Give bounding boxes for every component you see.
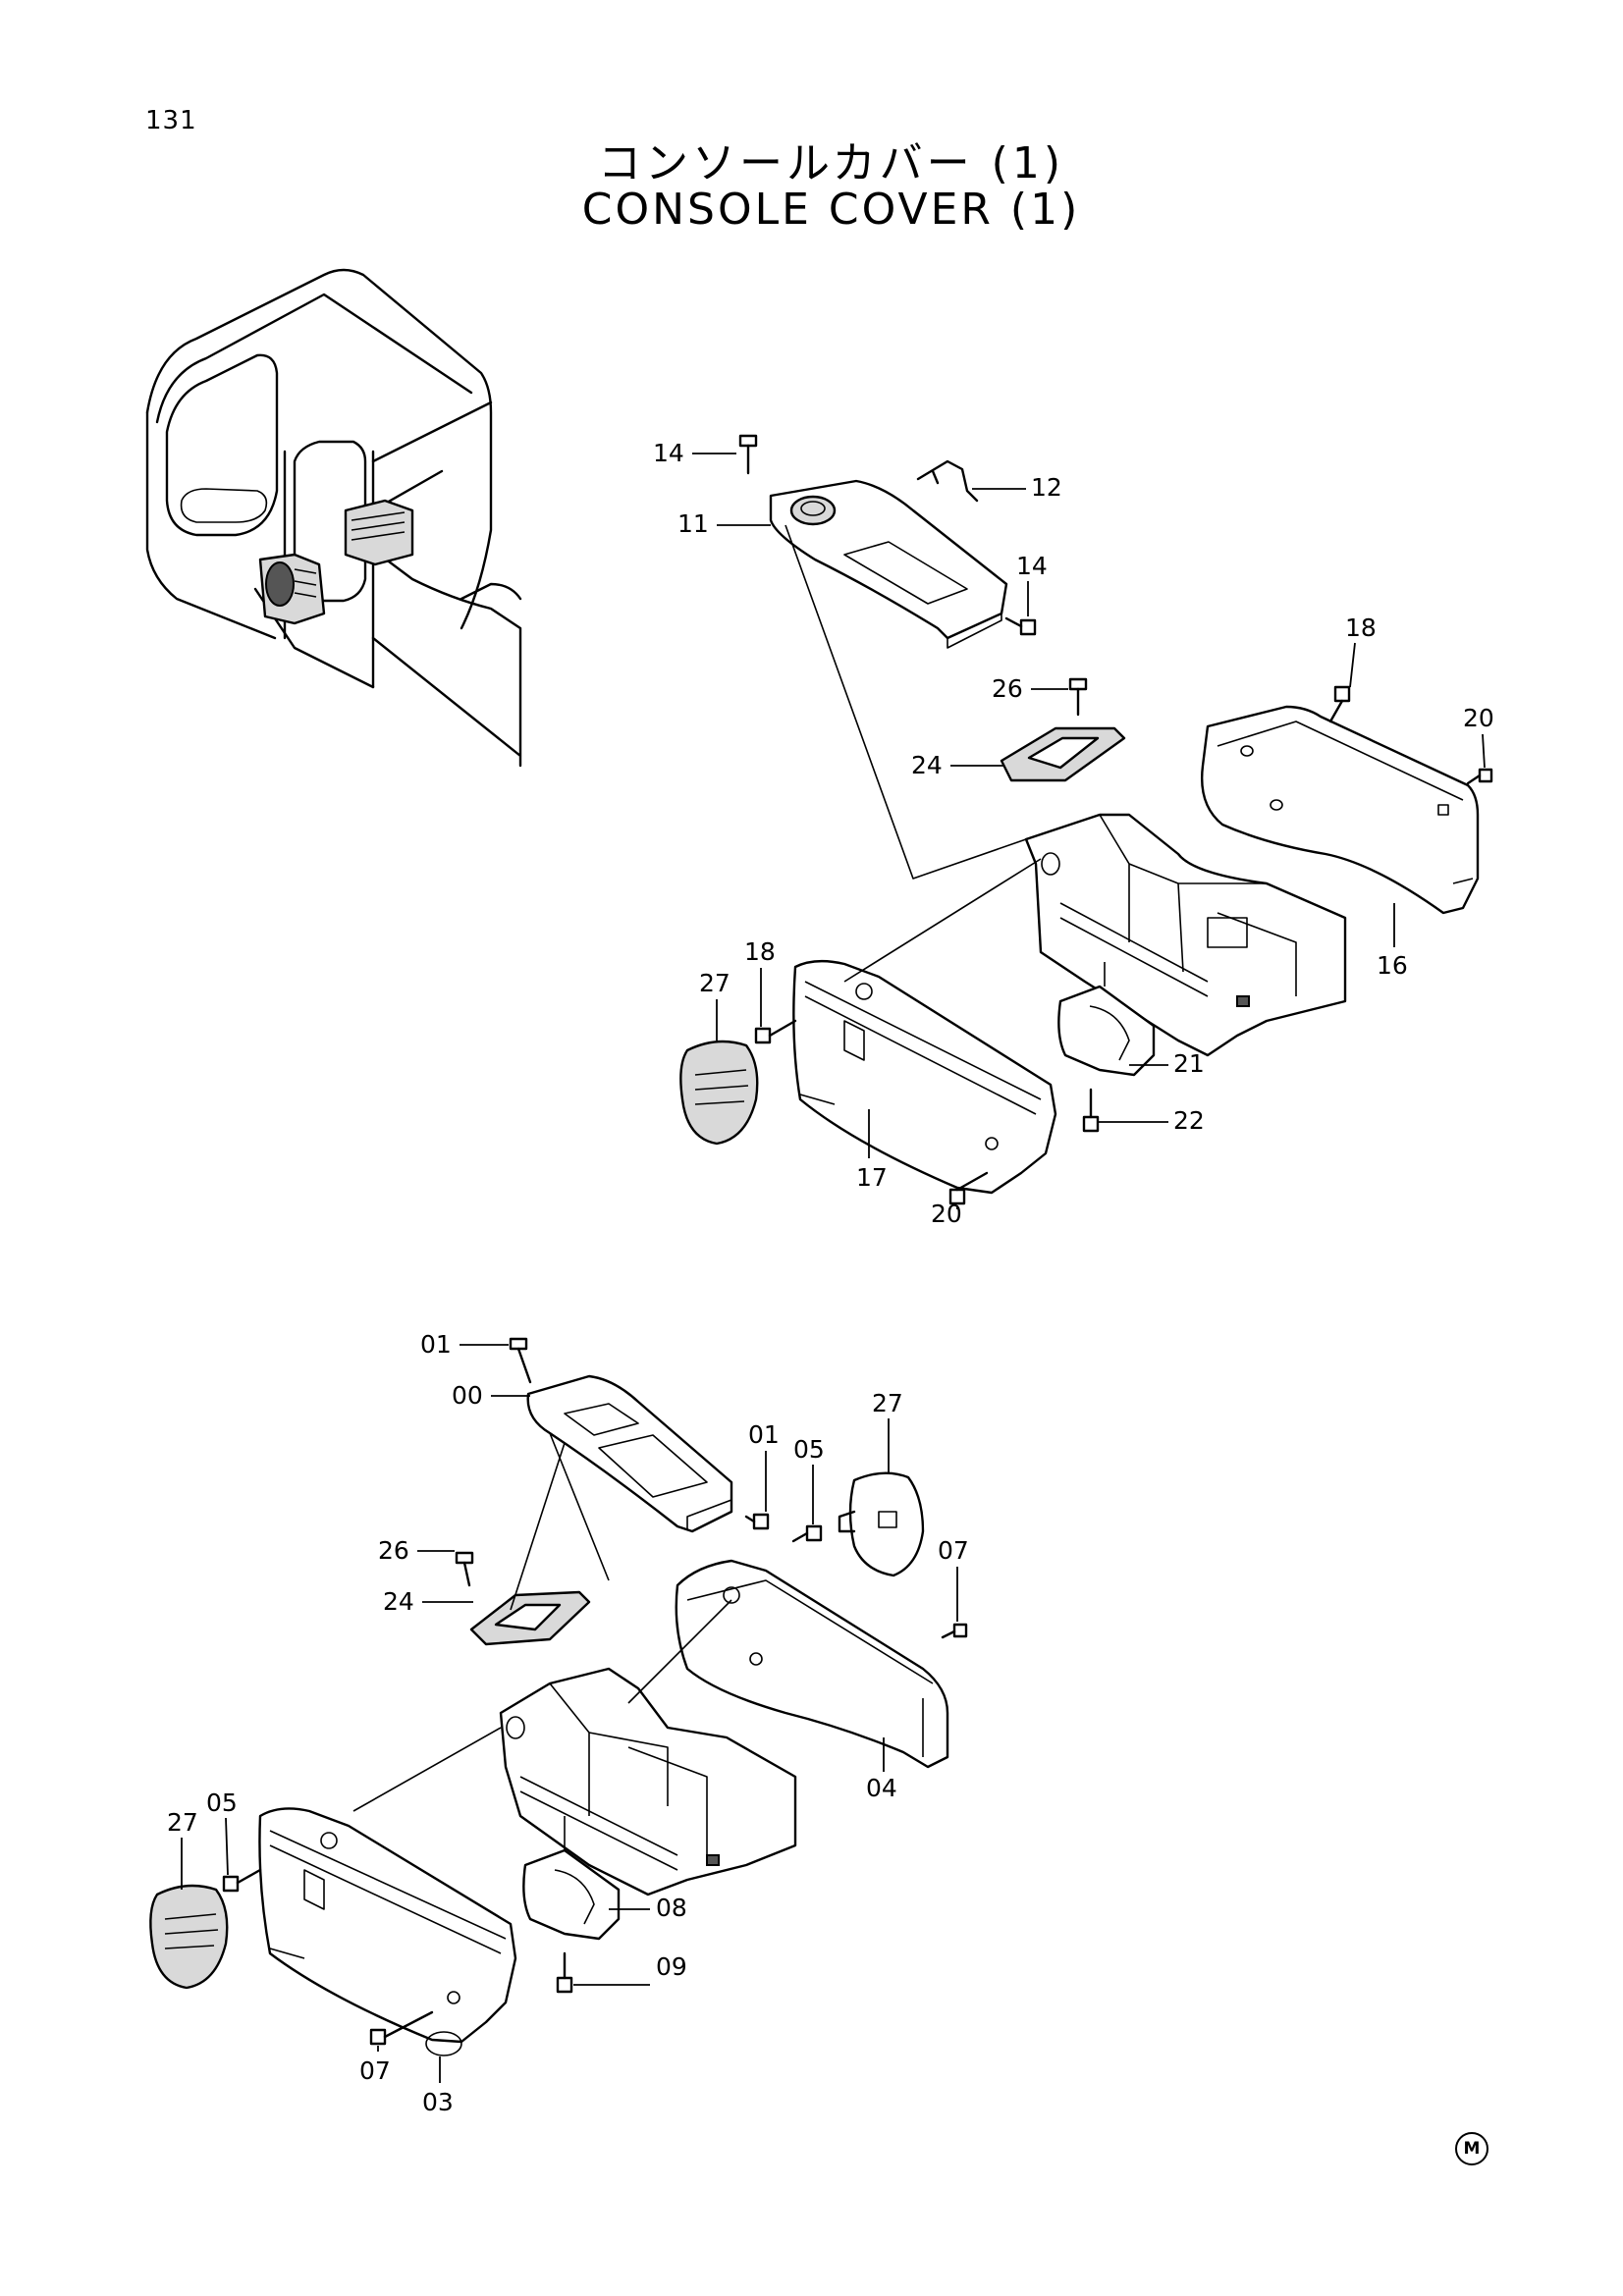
part-26-screw-lower — [455, 1551, 474, 1587]
title-english: CONSOLE COVER (1) — [581, 185, 1081, 235]
part-09-screw — [556, 1951, 573, 1994]
callout-u24: 24 — [911, 751, 943, 779]
title-japanese: コンソールカバー (1) — [598, 138, 1064, 188]
cab-overview-illustration — [145, 268, 522, 768]
callout-u12: 12 — [1031, 473, 1062, 502]
part-27-grip — [679, 1040, 759, 1146]
callout-l24: 24 — [383, 1587, 414, 1616]
callout-u11: 11 — [677, 509, 709, 538]
part-14-screw — [738, 434, 758, 475]
callout-l26: 26 — [378, 1536, 409, 1565]
part-14-screw-b — [1004, 616, 1037, 636]
part-27-grip-lower — [149, 1884, 229, 1990]
callout-l05a: 05 — [793, 1435, 825, 1464]
callout-l27a: 27 — [872, 1389, 903, 1417]
part-01-screw — [509, 1337, 532, 1384]
callout-l07b: 07 — [359, 2056, 391, 2085]
leader-line-u20a — [1482, 733, 1486, 769]
console-base-frame — [1024, 813, 1347, 1057]
part-18-screw — [1328, 685, 1351, 723]
callout-l08: 08 — [656, 1894, 687, 1922]
manufacturer-mark: M — [1455, 2132, 1488, 2165]
part-16-side-cover — [1201, 705, 1480, 915]
part-26-screw — [1068, 677, 1088, 717]
callout-l00: 00 — [452, 1381, 483, 1410]
callout-u18a: 18 — [1345, 614, 1377, 642]
leader-line-l05b — [225, 1817, 229, 1876]
console-base-frame-lower — [499, 1667, 797, 1896]
part-21-bracket — [1057, 985, 1156, 1077]
part-17-side-cover — [792, 959, 1057, 1195]
callout-l01a: 01 — [420, 1330, 452, 1359]
callout-u18b: 18 — [744, 937, 776, 966]
part-00-top-panel — [526, 1374, 733, 1533]
callout-l03: 03 — [422, 2088, 454, 2116]
part-18-screw-b — [754, 1019, 797, 1044]
callout-l09: 09 — [656, 1952, 687, 1981]
part-04-side-cover — [675, 1559, 949, 1769]
callout-l04: 04 — [866, 1774, 897, 1802]
part-01-screw-b — [744, 1513, 770, 1530]
part-05-screw-b — [222, 1868, 262, 1893]
callout-u14a: 14 — [653, 439, 684, 467]
part-03-side-cover — [258, 1807, 517, 2044]
callout-u17: 17 — [856, 1163, 888, 1192]
callout-u27: 27 — [699, 969, 730, 997]
callout-l01b: 01 — [748, 1420, 780, 1449]
part-07-screw — [941, 1623, 968, 1639]
part-22-screw — [1082, 1088, 1100, 1133]
callout-l05b: 05 — [206, 1789, 238, 1817]
callout-u20a: 20 — [1463, 704, 1494, 732]
callout-l07a: 07 — [938, 1536, 969, 1565]
part-20-screw-b — [948, 1171, 989, 1205]
callout-u26: 26 — [992, 674, 1023, 703]
upper-exploded-view — [679, 434, 1493, 1205]
part-05-screw — [791, 1524, 823, 1543]
callout-u21: 21 — [1173, 1049, 1205, 1078]
callout-u14b: 14 — [1016, 552, 1048, 580]
leader-line-u18a — [1349, 642, 1356, 688]
callout-l27b: 27 — [167, 1808, 198, 1837]
page-number: 131 — [145, 106, 197, 135]
part-07-screw-b — [369, 2010, 434, 2046]
callout-u20b: 20 — [931, 1200, 962, 1228]
part-20-screw — [1466, 768, 1493, 785]
part-27-cap — [848, 1471, 925, 1577]
lower-exploded-view — [149, 1337, 968, 2056]
callout-u16: 16 — [1377, 951, 1408, 980]
callout-u22: 22 — [1173, 1106, 1205, 1135]
